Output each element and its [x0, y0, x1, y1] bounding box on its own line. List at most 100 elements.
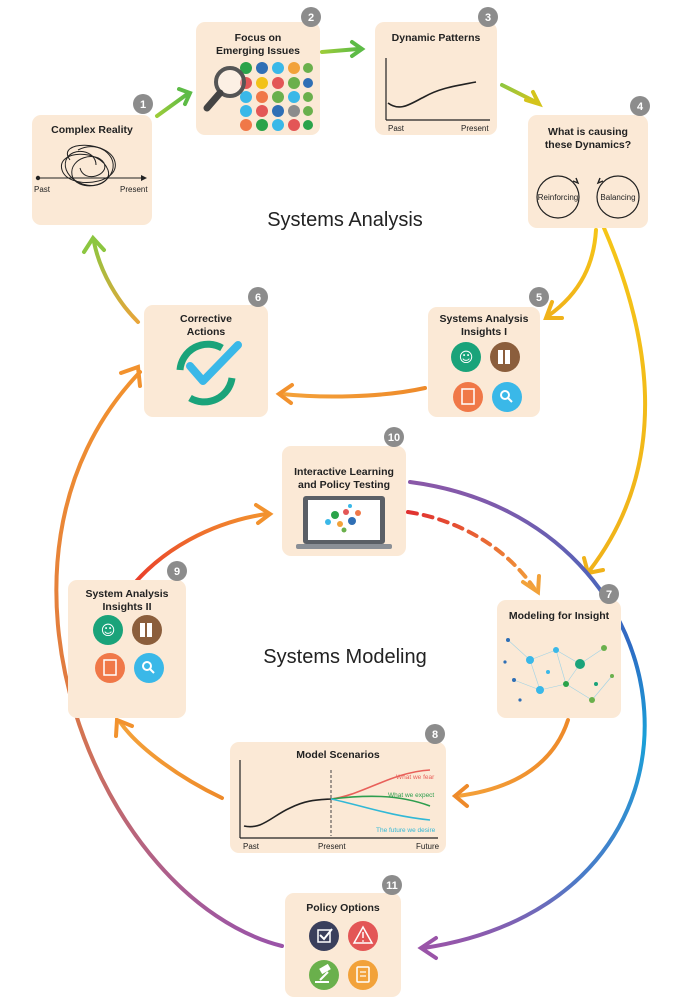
step-card-10: Interactive Learning and Policy Testing …	[282, 427, 406, 556]
step-card-5: Systems Analysis Insights I ☺ 5	[428, 287, 549, 417]
step-card-6: Corrective Actions 6	[144, 287, 268, 417]
step-1-past: Past	[34, 185, 51, 194]
svg-text:Emerging Issues: Emerging Issues	[216, 45, 300, 57]
clipboard-icon	[348, 960, 378, 990]
step-8-present: Present	[318, 842, 346, 851]
dynamic-pattern-chart	[385, 58, 490, 121]
step-1-present: Present	[120, 185, 148, 194]
svg-text:Insights II: Insights II	[102, 601, 151, 613]
step-2-title-1: Focus on	[235, 32, 282, 44]
step-10-title-2: and Policy Testing	[298, 479, 390, 491]
gavel-icon	[309, 960, 339, 990]
step-card-7: Modeling for Insight 7	[497, 584, 621, 718]
svg-text:Policy Options: Policy Options	[306, 902, 380, 914]
step-6-badge: 6	[255, 292, 261, 304]
step-9-title-1: System Analysis	[85, 588, 168, 600]
step-8-badge: 8	[432, 729, 438, 741]
warning-icon	[348, 921, 378, 951]
checkbox-icon	[309, 921, 339, 951]
step-6-title-2: Actions	[187, 326, 226, 338]
svg-text:Dynamic Patterns: Dynamic Patterns	[392, 32, 481, 44]
step-8-past: Past	[243, 842, 260, 851]
step-4-reinforcing: Reinforcing	[538, 193, 578, 202]
arrow-2-to-3	[320, 47, 360, 54]
emerging-issues-icon-grid	[240, 62, 313, 131]
svg-text:Actions: Actions	[187, 326, 226, 338]
step-card-11: Policy Options 11	[285, 875, 402, 997]
step-3-title: Dynamic Patterns	[392, 32, 481, 44]
document-icon	[95, 653, 125, 683]
brain-icon: ☺	[451, 342, 481, 372]
scenario-desire-line	[330, 798, 431, 821]
arrow-9-to-10	[123, 512, 268, 597]
step-2-title-2: Emerging Issues	[216, 45, 300, 57]
step-6-title-1: Corrective	[180, 313, 232, 325]
step-card-8: Model Scenarios What we fear What we exp…	[230, 724, 446, 853]
step-5-title-2: Insights I	[461, 326, 507, 338]
tangle-icon	[61, 144, 116, 187]
corrective-check-icon	[176, 340, 242, 406]
step-5-title-1: Systems Analysis	[440, 313, 529, 325]
step-1-title: Complex Reality	[51, 124, 133, 136]
step-card-4: What is causing these Dynamics? Reinforc…	[528, 96, 650, 228]
svg-text:Modeling for Insight: Modeling for Insight	[509, 610, 610, 622]
step-2-badge: 2	[308, 12, 314, 24]
step-card-9: System Analysis Insights II ☺ 9	[68, 561, 187, 718]
step-8-future: Future	[416, 842, 440, 851]
svg-text:☺: ☺	[459, 350, 474, 366]
magnifier-icon	[203, 66, 246, 112]
scenario-expect-label: What we expect	[388, 792, 434, 799]
step-card-3: Dynamic Patterns Past Present 3	[375, 7, 498, 135]
balancing-loop-icon	[596, 175, 640, 219]
step-8-title: Model Scenarios	[296, 749, 380, 761]
step-4-title-1: What is causing	[548, 126, 628, 138]
svg-text:Complex Reality: Complex Reality	[51, 124, 133, 136]
svg-text:Systems Analysis: Systems Analysis	[440, 313, 529, 325]
scenario-chart	[239, 760, 438, 839]
arrow-4-to-7	[588, 226, 647, 572]
books-icon	[132, 615, 162, 645]
svg-text:What is causing: What is causing	[548, 126, 628, 138]
step-9-badge: 9	[174, 566, 180, 578]
svg-text:Insights I: Insights I	[461, 326, 507, 338]
section-modeling-label: Systems Modeling	[263, 646, 426, 668]
arrow-4-to-5	[546, 228, 598, 318]
arrow-10-to-7-dashed	[406, 510, 536, 590]
step-1-badge: 1	[140, 99, 146, 111]
step-5-badge: 5	[536, 292, 542, 304]
step-4-badge: 4	[637, 101, 644, 113]
arrow-7-to-8	[456, 718, 570, 798]
svg-text:Interactive Learning: Interactive Learning	[294, 466, 394, 478]
step-11-badge: 11	[386, 880, 398, 892]
scenario-expect-line	[330, 795, 431, 807]
document-icon	[453, 382, 483, 412]
svg-text:Model Scenarios: Model Scenarios	[296, 749, 380, 761]
svg-text:System Analysis: System Analysis	[85, 588, 168, 600]
arrow-6-to-1	[92, 240, 140, 324]
section-analysis-label: Systems Analysis	[267, 209, 423, 231]
arrow-3-to-4	[500, 83, 538, 104]
brain-icon: ☺	[93, 615, 123, 645]
svg-text:and Policy Testing: and Policy Testing	[298, 479, 390, 491]
search-icon	[492, 382, 522, 412]
step-3-past: Past	[388, 124, 405, 133]
svg-text:Corrective: Corrective	[180, 313, 232, 325]
step-11-title: Policy Options	[306, 902, 380, 914]
svg-text:Focus on: Focus on	[235, 32, 282, 44]
step-card-2: Focus on Emerging Issues 2	[196, 7, 321, 135]
step-10-title-1: Interactive Learning	[294, 466, 394, 478]
step-7-badge: 7	[606, 589, 612, 601]
svg-text:☺: ☺	[101, 623, 116, 639]
flow-arrows	[54, 40, 647, 960]
arrow-10-to-11	[408, 480, 647, 950]
step-3-present: Present	[461, 124, 489, 133]
step-10-badge: 10	[388, 432, 400, 444]
network-icon	[503, 638, 614, 703]
laptop-icon	[296, 496, 392, 549]
svg-text:these Dynamics?: these Dynamics?	[545, 139, 631, 151]
arrow-5-to-6	[280, 386, 427, 399]
arrow-8-to-9	[118, 720, 224, 800]
books-icon	[490, 342, 520, 372]
search-icon	[134, 653, 164, 683]
